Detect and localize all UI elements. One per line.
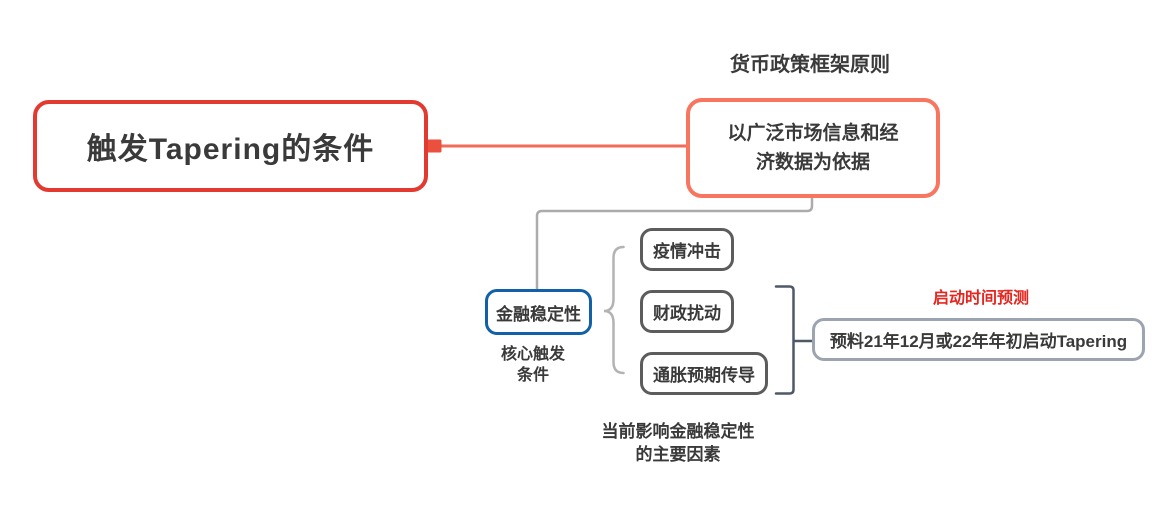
summary-bracket [774, 285, 795, 395]
root-topic-node[interactable]: 触发Tapering的条件 [33, 100, 428, 192]
core-trigger-floating-label[interactable]: 核心触发 条件 [500, 346, 565, 384]
factors-floating-label[interactable]: 当前影响金融稳定性 的主要因素 [601, 422, 755, 464]
framework-topic-node[interactable]: 以广泛市场信息和经 济数据为依据 [686, 98, 940, 198]
factor-node-inflation-expectation[interactable]: 通胀预期传导 [640, 352, 768, 395]
factor-node-pandemic-shock[interactable]: 疫情冲击 [640, 228, 734, 271]
factors-brace [603, 245, 625, 375]
framework-floating-label[interactable]: 货币政策框架原则 [730, 54, 890, 76]
stability-topic-node[interactable]: 金融稳定性 [485, 289, 592, 335]
prediction-topic-node[interactable]: 预料21年12月或22年年初启动Tapering [812, 318, 1145, 361]
factor-node-fiscal-disturbance[interactable]: 财政扰动 [640, 290, 734, 333]
timing-prediction-floating-label[interactable]: 启动时间预测 [932, 290, 1029, 307]
